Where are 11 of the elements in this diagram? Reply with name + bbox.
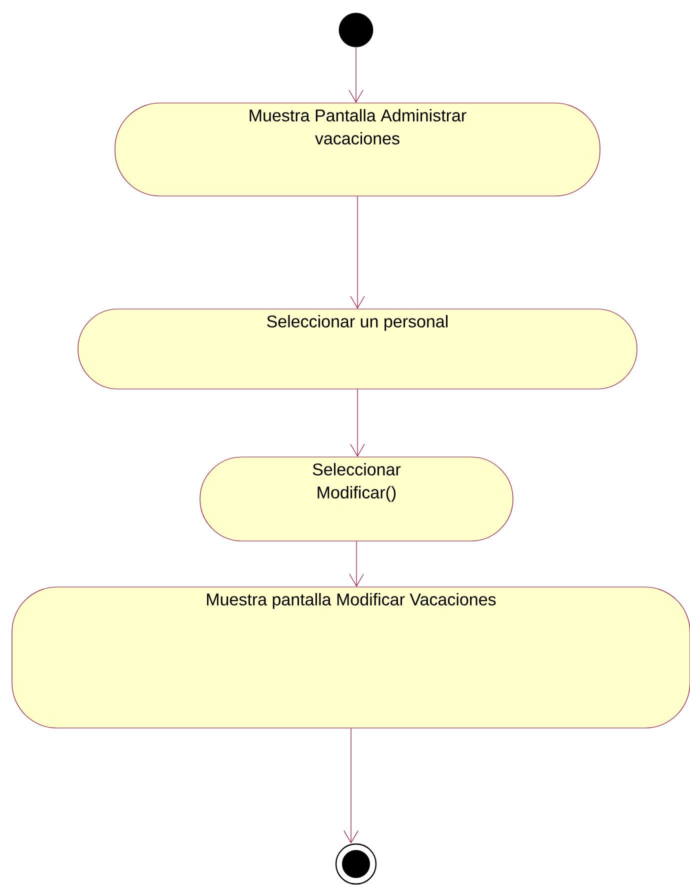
arrow bbox=[349, 541, 364, 587]
activity-box: Seleccionar un personal bbox=[78, 308, 638, 390]
arrow bbox=[344, 728, 358, 844]
arrow bbox=[348, 46, 364, 103]
arrow bbox=[350, 196, 365, 309]
activity-box: Muestra Pantalla Administrar vacaciones bbox=[114, 102, 600, 196]
activity-box: Seleccionar Modificar() bbox=[200, 456, 514, 542]
arrow bbox=[350, 389, 365, 457]
end-circle bbox=[335, 843, 377, 885]
activity-box: Muestra pantalla Modificar Vacaciones bbox=[12, 586, 690, 728]
start-circle bbox=[338, 12, 374, 48]
